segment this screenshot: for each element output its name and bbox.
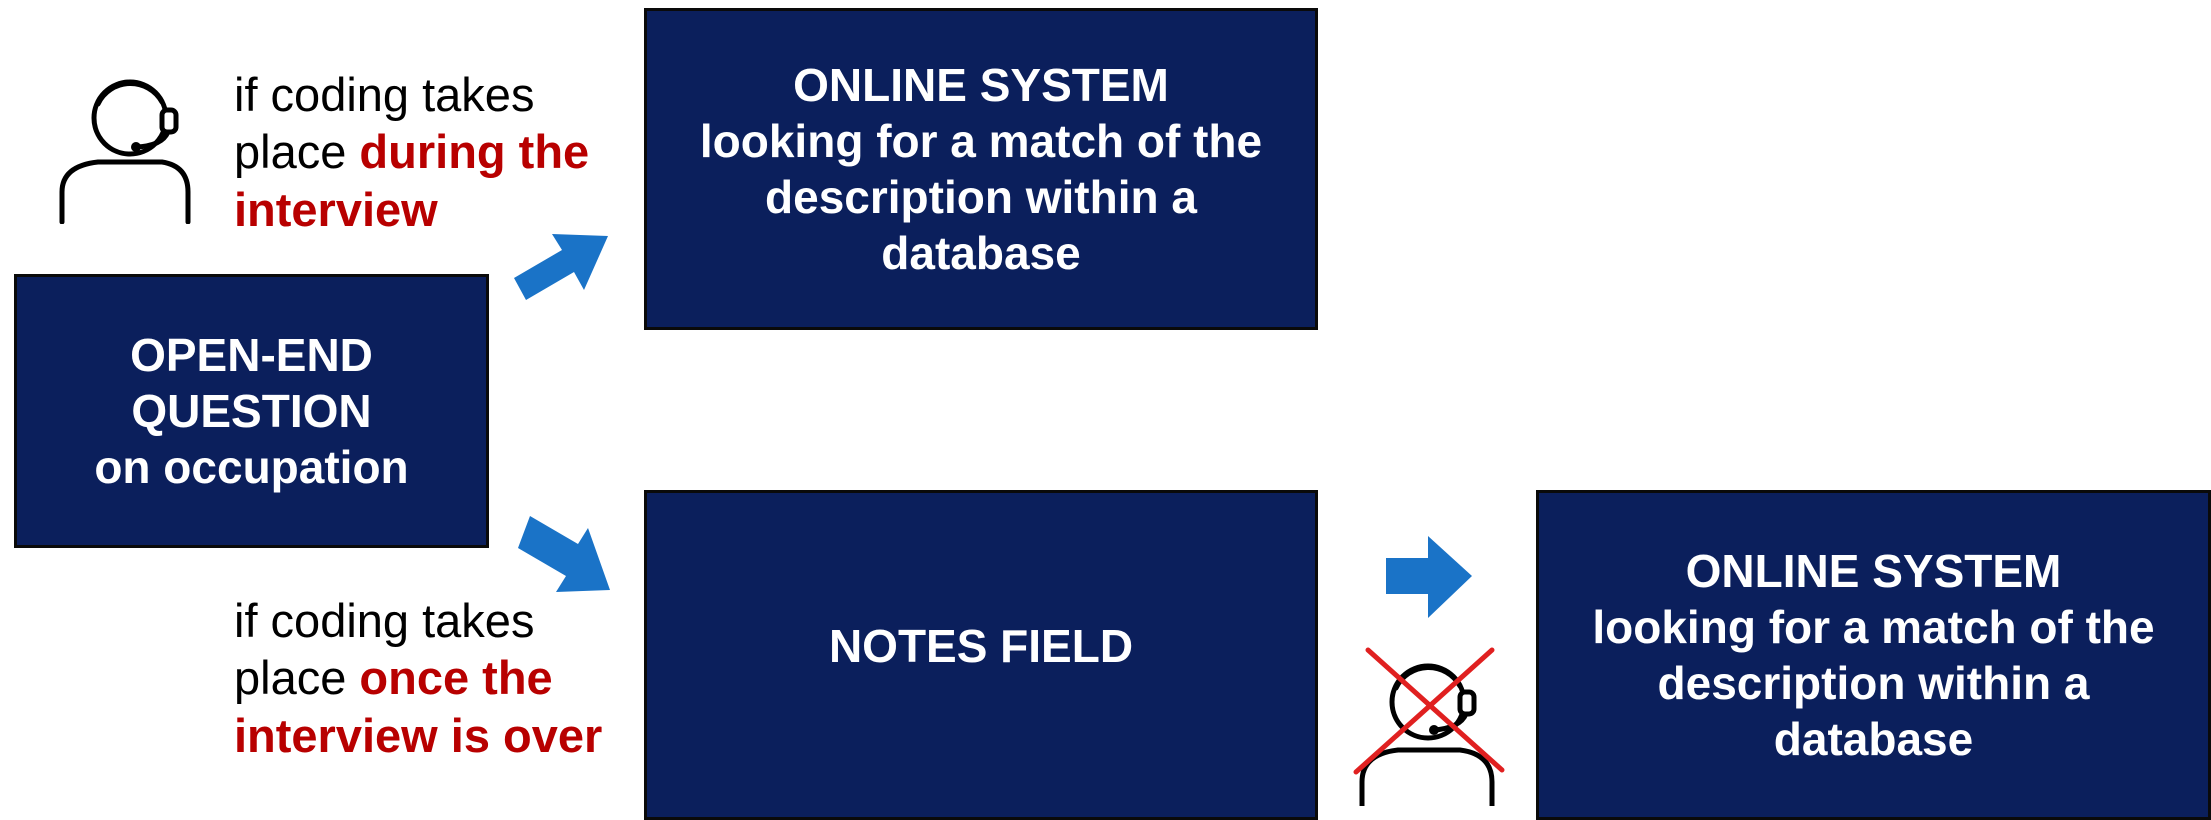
online-system-top-line2: looking for a match of the — [699, 114, 1263, 167]
caption-after-line2: place once the — [234, 649, 654, 706]
notes-field-box: NOTES FIELD — [644, 490, 1318, 820]
caption-after-line3-highlight: interview is over — [234, 708, 603, 762]
caption-after-interview: if coding takes place once the interview… — [234, 592, 654, 764]
online-system-box-top: ONLINE SYSTEM looking for a match of the… — [644, 8, 1318, 330]
caption-during-line2: place during the — [234, 123, 634, 180]
online-system-right-line3: description within a — [1657, 657, 2090, 709]
caption-during-line2-plain: place — [234, 125, 360, 179]
caption-after-line1: if coding takes — [234, 594, 535, 647]
caption-after-line2-plain: place — [234, 651, 360, 705]
online-system-box-right: ONLINE SYSTEM looking for a match of the… — [1536, 490, 2211, 820]
call-center-agent-icon — [59, 79, 191, 224]
crossed-out-agent-icon — [1353, 647, 1505, 806]
open-end-line2: QUESTION — [131, 384, 372, 437]
caption-during-line1: if coding takes — [234, 68, 535, 121]
open-end-line3: on occupation — [94, 441, 409, 494]
online-system-right-line4: database — [1773, 713, 1974, 766]
arrow-right-icon — [1386, 536, 1472, 618]
notes-field-label: NOTES FIELD — [828, 619, 1134, 672]
caption-during-line3-highlight: interview — [234, 182, 438, 236]
online-system-right-line1: ONLINE SYSTEM — [1685, 544, 2062, 597]
arrow-down-right-icon — [518, 516, 610, 592]
caption-during-interview: if coding takes place during the intervi… — [234, 66, 634, 238]
online-system-top-line4: database — [881, 227, 1081, 280]
arrow-up-right-icon — [514, 234, 608, 300]
online-system-top-line1: ONLINE SYSTEM — [793, 58, 1169, 111]
online-system-top-line3: description within a — [765, 171, 1197, 223]
open-end-question-box: OPEN-END QUESTION on occupation — [14, 274, 489, 548]
online-system-right-line2: looking for a match of the — [1592, 600, 2155, 653]
caption-during-line2-highlight: during the — [359, 125, 590, 179]
open-end-line1: OPEN-END — [130, 328, 373, 381]
caption-after-line2-highlight: once the — [359, 651, 553, 705]
